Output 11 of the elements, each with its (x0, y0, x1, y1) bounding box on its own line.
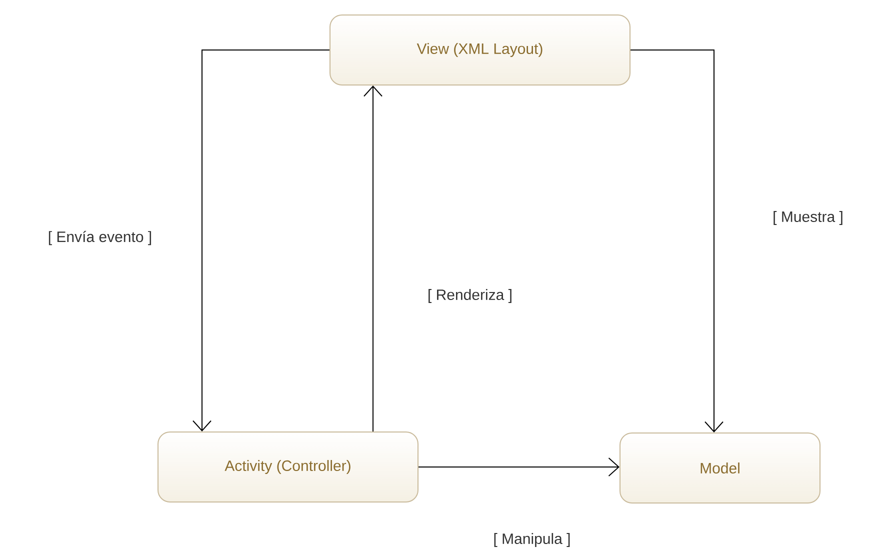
arrow (364, 86, 382, 432)
edge-label: [ Manipula ] (492, 532, 572, 548)
edge-label: [ Envía evento ] (46, 230, 154, 246)
process-box: Model (620, 432, 820, 504)
edge-label: [ Muestra ] (772, 210, 844, 226)
arrow (418, 458, 620, 476)
arrow (192, 50, 330, 432)
arrow (630, 50, 724, 432)
process-box: View (XML Layout) (330, 14, 630, 86)
process-box: Activity (Controller) (158, 432, 418, 502)
edge-label: [ Renderiza ] (426, 288, 514, 304)
